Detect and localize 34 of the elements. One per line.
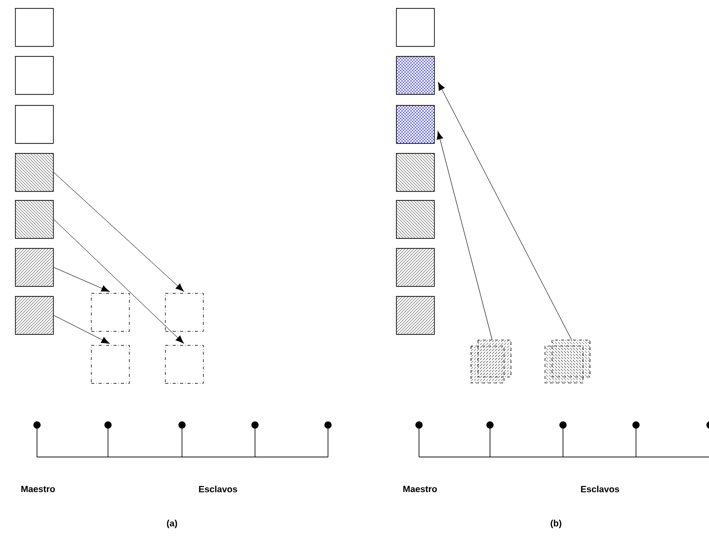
bus-label: Maestro bbox=[403, 486, 437, 492]
dashed-block bbox=[91, 293, 130, 332]
memory-block bbox=[396, 248, 435, 287]
memory-block bbox=[15, 8, 54, 47]
figure-label: (b) bbox=[550, 520, 562, 528]
dashed-block bbox=[165, 293, 204, 332]
arrow bbox=[53, 267, 110, 292]
memory-block bbox=[396, 153, 435, 192]
memory-block bbox=[15, 153, 54, 192]
memory-block bbox=[396, 105, 435, 144]
memory-block bbox=[15, 248, 54, 287]
bus-label: Maestro bbox=[21, 486, 55, 492]
memory-block bbox=[396, 200, 435, 239]
overlapping-blocks bbox=[478, 340, 512, 378]
dashed-block bbox=[165, 345, 204, 384]
memory-block bbox=[15, 296, 54, 335]
bus-label: Esclavos bbox=[581, 486, 620, 492]
overlapping-blocks bbox=[552, 340, 590, 378]
bus-label: Esclavos bbox=[199, 486, 238, 492]
memory-block bbox=[15, 200, 54, 239]
memory-block bbox=[396, 296, 435, 335]
memory-block bbox=[15, 56, 54, 95]
arrow bbox=[438, 82, 572, 340]
arrow bbox=[53, 315, 110, 344]
arrow bbox=[436, 131, 492, 340]
memory-block bbox=[396, 8, 435, 47]
memory-block bbox=[15, 105, 54, 144]
arrow bbox=[53, 219, 184, 344]
overlapping-blocks bbox=[544, 346, 584, 384]
figure-label: (a) bbox=[166, 520, 178, 528]
overlapping-blocks bbox=[470, 346, 504, 384]
memory-block bbox=[396, 56, 435, 95]
arrow bbox=[53, 172, 184, 292]
dashed-block bbox=[91, 345, 130, 384]
